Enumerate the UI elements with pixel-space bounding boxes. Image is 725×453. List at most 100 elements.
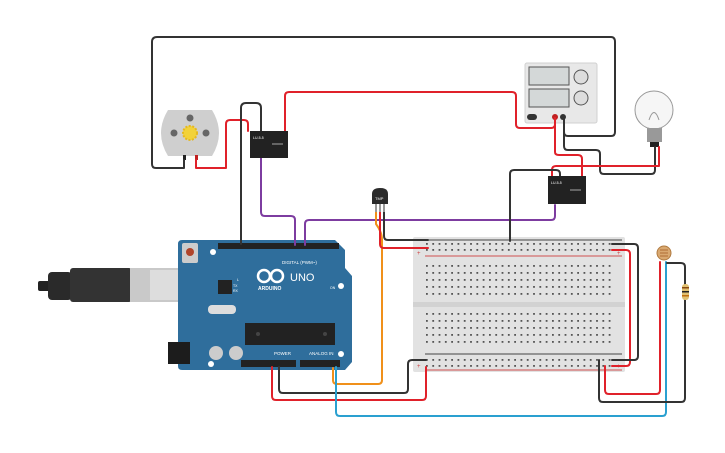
breadboard-hole[interactable]: [564, 272, 567, 274]
breadboard-hole[interactable]: [482, 286, 485, 288]
breadboard-hole[interactable]: [432, 293, 435, 295]
breadboard-hole[interactable]: [520, 313, 523, 315]
breadboard-hole[interactable]: [482, 365, 485, 367]
breadboard-hole[interactable]: [558, 265, 561, 267]
breadboard-hole[interactable]: [608, 272, 611, 274]
breadboard-hole[interactable]: [602, 243, 605, 245]
breadboard-hole[interactable]: [444, 279, 447, 281]
breadboard-hole[interactable]: [432, 265, 435, 267]
temperature-sensor[interactable]: TMP: [372, 188, 388, 212]
breadboard-hole[interactable]: [570, 313, 573, 315]
breadboard-hole[interactable]: [514, 272, 516, 274]
breadboard-hole[interactable]: [507, 334, 510, 336]
breadboard-hole[interactable]: [583, 286, 586, 288]
breadboard-hole[interactable]: [501, 265, 504, 267]
breadboard-hole[interactable]: [533, 320, 535, 322]
breadboard-hole[interactable]: [552, 334, 554, 336]
breadboard-hole[interactable]: [451, 365, 453, 367]
breadboard-hole[interactable]: [608, 327, 611, 329]
breadboard-hole[interactable]: [589, 272, 592, 274]
breadboard-hole[interactable]: [520, 286, 523, 288]
breadboard-hole[interactable]: [501, 341, 504, 343]
breadboard-hole[interactable]: [526, 265, 529, 267]
breadboard-hole[interactable]: [552, 365, 554, 367]
breadboard-hole[interactable]: [589, 286, 592, 288]
breadboard-hole[interactable]: [520, 279, 523, 281]
breadboard-hole[interactable]: [476, 320, 479, 322]
breadboard-hole[interactable]: [589, 293, 592, 295]
breadboard-hole[interactable]: [489, 286, 491, 288]
breadboard-hole[interactable]: [520, 272, 523, 274]
breadboard-hole[interactable]: [589, 359, 592, 361]
breadboard-hole[interactable]: [596, 365, 598, 367]
breadboard-hole[interactable]: [570, 272, 573, 274]
breadboard-hole[interactable]: [507, 272, 510, 274]
breadboard-hole[interactable]: [583, 341, 586, 343]
breadboard-hole[interactable]: [539, 272, 542, 274]
breadboard-hole[interactable]: [564, 293, 567, 295]
breadboard-hole[interactable]: [564, 279, 567, 281]
breadboard-hole[interactable]: [501, 249, 504, 251]
digital-header-high[interactable]: [287, 243, 339, 249]
breadboard-hole[interactable]: [552, 243, 554, 245]
breadboard-hole[interactable]: [514, 293, 516, 295]
breadboard-hole[interactable]: [520, 249, 523, 251]
breadboard-hole[interactable]: [539, 327, 542, 329]
breadboard-hole[interactable]: [457, 359, 460, 361]
breadboard-hole[interactable]: [533, 359, 535, 361]
breadboard-hole[interactable]: [564, 265, 567, 267]
breadboard-hole[interactable]: [432, 272, 435, 274]
breadboard-hole[interactable]: [533, 265, 535, 267]
breadboard-hole[interactable]: [589, 365, 592, 367]
breadboard-hole[interactable]: [507, 293, 510, 295]
breadboard-hole[interactable]: [526, 313, 529, 315]
breadboard-hole[interactable]: [507, 327, 510, 329]
breadboard-hole[interactable]: [533, 293, 535, 295]
breadboard-hole[interactable]: [520, 265, 523, 267]
arduino-uno[interactable]: ARDUINO UNO DIGITAL (PWM~) POWER ANALOG …: [168, 240, 352, 370]
breadboard-hole[interactable]: [438, 286, 441, 288]
breadboard-hole[interactable]: [482, 272, 485, 274]
breadboard-hole[interactable]: [514, 243, 516, 245]
breadboard-hole[interactable]: [432, 359, 435, 361]
breadboard-hole[interactable]: [583, 243, 586, 245]
breadboard-hole[interactable]: [426, 249, 428, 251]
breadboard-hole[interactable]: [501, 320, 504, 322]
breadboard-hole[interactable]: [596, 313, 598, 315]
breadboard-hole[interactable]: [482, 313, 485, 315]
breadboard-hole[interactable]: [495, 243, 498, 245]
breadboard-hole[interactable]: [426, 341, 428, 343]
breadboard-hole[interactable]: [589, 279, 592, 281]
breadboard-hole[interactable]: [583, 365, 586, 367]
breadboard-hole[interactable]: [489, 243, 491, 245]
breadboard-hole[interactable]: [526, 359, 529, 361]
breadboard-hole[interactable]: [426, 313, 428, 315]
breadboard-hole[interactable]: [596, 265, 598, 267]
breadboard-hole[interactable]: [608, 243, 611, 245]
breadboard-hole[interactable]: [444, 286, 447, 288]
breadboard-hole[interactable]: [476, 327, 479, 329]
breadboard-hole[interactable]: [577, 334, 579, 336]
breadboard-hole[interactable]: [526, 334, 529, 336]
breadboard-hole[interactable]: [564, 327, 567, 329]
breadboard-hole[interactable]: [545, 341, 548, 343]
breadboard-hole[interactable]: [457, 365, 460, 367]
breadboard-hole[interactable]: [558, 341, 561, 343]
breadboard-hole[interactable]: [501, 286, 504, 288]
breadboard-hole[interactable]: [444, 359, 447, 361]
breadboard-hole[interactable]: [602, 334, 605, 336]
breadboard-hole[interactable]: [577, 272, 579, 274]
power-header[interactable]: [241, 360, 296, 367]
breadboard-hole[interactable]: [463, 265, 466, 267]
breadboard-hole[interactable]: [426, 265, 428, 267]
breadboard-hole[interactable]: [526, 243, 529, 245]
breadboard-hole[interactable]: [470, 265, 472, 267]
breadboard-hole[interactable]: [589, 243, 592, 245]
breadboard-hole[interactable]: [457, 334, 460, 336]
usb-cable[interactable]: [38, 268, 182, 302]
breadboard-hole[interactable]: [583, 313, 586, 315]
breadboard-hole[interactable]: [526, 327, 529, 329]
breadboard-hole[interactable]: [495, 293, 498, 295]
power-supply[interactable]: [524, 62, 598, 124]
breadboard-hole[interactable]: [520, 327, 523, 329]
